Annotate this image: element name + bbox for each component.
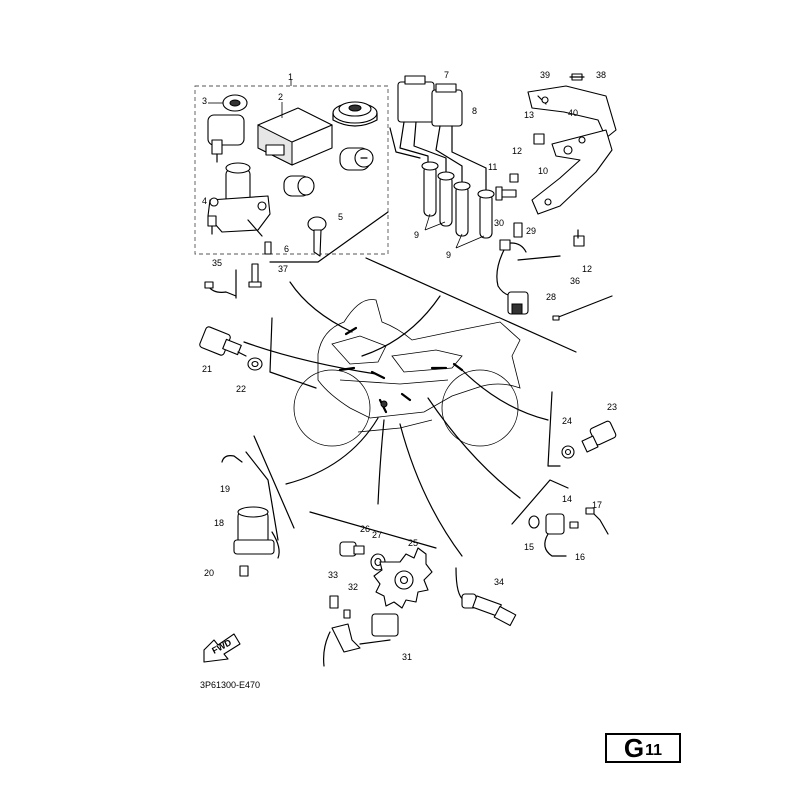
sensor-28-group xyxy=(496,222,561,315)
bracket-group xyxy=(495,73,617,247)
callout-c25: 25 xyxy=(408,538,418,548)
o2-sensor-34-group xyxy=(455,567,517,627)
switch-bracket-part xyxy=(207,162,271,237)
ignition-kit-group xyxy=(194,80,389,257)
helmet-lock-part xyxy=(283,175,315,197)
callout-c3: 3 xyxy=(202,96,207,106)
callout-c1: 1 xyxy=(288,72,293,82)
callout-c38: 38 xyxy=(596,70,606,80)
page-number-box: G 11 xyxy=(605,733,681,763)
callout-c32: 32 xyxy=(348,582,358,592)
callout-c34: 34 xyxy=(494,577,504,587)
callout-c17: 17 xyxy=(592,500,602,510)
callout-c4: 4 xyxy=(202,196,207,206)
seat-lock-part xyxy=(339,147,374,171)
callout-c20: 20 xyxy=(204,568,214,578)
page-letter: G xyxy=(623,733,645,763)
callout-c36: 36 xyxy=(570,276,580,286)
fwd-arrow-icon: FWD xyxy=(203,633,241,663)
callout-c31: 31 xyxy=(402,652,412,662)
callout-c9a: 9 xyxy=(414,230,419,240)
fuel-cap-part xyxy=(332,101,378,127)
main-switch-part xyxy=(207,94,248,163)
screw-4-part xyxy=(207,215,217,235)
callout-c7: 7 xyxy=(444,70,449,80)
sensor-21-group xyxy=(199,326,263,371)
callout-c26: 26 xyxy=(360,524,370,534)
callout-c15: 15 xyxy=(524,542,534,552)
cable-36-part xyxy=(552,295,613,321)
callout-c22: 22 xyxy=(236,384,246,394)
drawing-code: 3P61300-E470 xyxy=(200,680,260,690)
callout-c8: 8 xyxy=(472,106,477,116)
callout-c39: 39 xyxy=(540,70,550,80)
callout-c12b: 12 xyxy=(582,264,592,274)
callout-c5: 5 xyxy=(338,212,343,222)
motorcycle-outline xyxy=(293,299,521,447)
callout-c10: 10 xyxy=(538,166,548,176)
callout-c11: 11 xyxy=(488,162,497,172)
callout-c2: 2 xyxy=(278,92,283,102)
callout-c30: 30 xyxy=(494,218,504,228)
callout-c37: 37 xyxy=(278,264,288,274)
callout-c14: 14 xyxy=(562,494,572,504)
page-number: 11 xyxy=(645,742,663,759)
callout-layer: 1234567899101112121314151617181920212223… xyxy=(202,70,617,662)
solenoid-18-group xyxy=(221,451,280,577)
ignition-coils-group xyxy=(389,75,495,249)
callout-c23: 23 xyxy=(607,402,617,412)
callout-c33: 33 xyxy=(328,570,338,580)
sensor-23-group xyxy=(561,420,617,459)
bolt-37-part xyxy=(248,263,262,288)
callout-c35: 35 xyxy=(212,258,222,268)
callout-c16: 16 xyxy=(575,552,585,562)
sensor-14-group xyxy=(528,507,609,557)
group-brackets xyxy=(253,211,577,549)
callout-c21: 21 xyxy=(202,364,212,374)
bolt-6-part xyxy=(264,241,272,255)
sensor-31-group xyxy=(323,595,399,667)
callout-c18: 18 xyxy=(214,518,224,528)
callout-c28: 28 xyxy=(546,292,556,302)
callout-c13: 13 xyxy=(524,110,534,120)
ecu-part xyxy=(257,102,333,166)
clip-35-part xyxy=(204,269,237,299)
leader-lines xyxy=(243,281,549,557)
callout-c9b: 9 xyxy=(446,250,451,260)
key-part xyxy=(307,216,327,257)
callout-c6: 6 xyxy=(284,244,289,254)
sprocket-25-group xyxy=(339,541,433,609)
callout-c29: 29 xyxy=(526,226,536,236)
callout-c24: 24 xyxy=(562,416,572,426)
callout-c40: 40 xyxy=(568,108,578,118)
callout-c19: 19 xyxy=(220,484,230,494)
callout-c27: 27 xyxy=(372,530,382,540)
callout-c12a: 12 xyxy=(512,146,522,156)
